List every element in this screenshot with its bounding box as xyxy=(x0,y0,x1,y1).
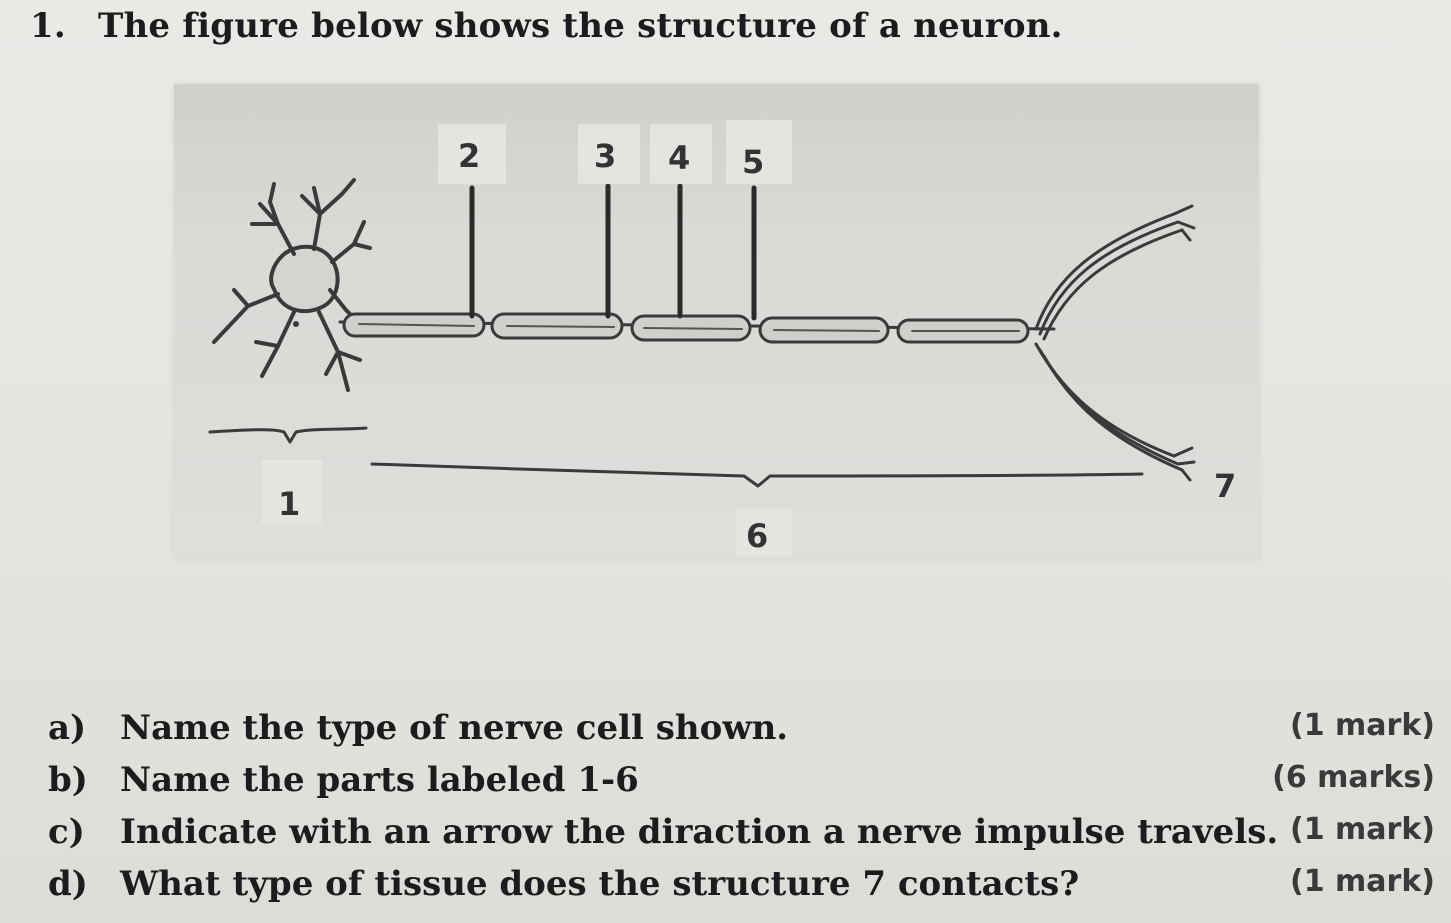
neuron-figure: 2 3 4 5 1 6 7 xyxy=(174,84,1259,559)
neuron-diagram xyxy=(208,178,1196,488)
figure-label-2: 2 xyxy=(458,137,481,175)
sub-question-letter: a) xyxy=(48,708,87,748)
figure-label-5: 5 xyxy=(742,143,765,181)
figure-label-4: 4 xyxy=(668,139,691,177)
sub-question-d: d) What type of tissue does the structur… xyxy=(48,864,1443,916)
marks-allocation: (1 mark) xyxy=(1290,708,1435,743)
label-box-4 xyxy=(650,124,712,184)
cell-body xyxy=(212,178,372,392)
label-pointers xyxy=(469,183,757,321)
sub-question-letter: c) xyxy=(48,812,85,852)
sub-questions: a) Name the type of nerve cell shown. (1… xyxy=(48,708,1443,916)
sub-question-letter: b) xyxy=(48,760,88,800)
label-box-3 xyxy=(578,124,640,184)
sub-question-a: a) Name the type of nerve cell shown. (1… xyxy=(48,708,1443,760)
sub-question-text: What type of tissue does the structure 7… xyxy=(120,864,1080,904)
axon-terminals xyxy=(1034,204,1196,482)
question-heading: 1. The figure below shows the structure o… xyxy=(30,6,1063,46)
label-box-6 xyxy=(736,508,792,556)
marks-allocation: (1 mark) xyxy=(1290,864,1435,899)
label-box-2 xyxy=(438,124,506,184)
label-box-5 xyxy=(726,120,792,184)
figure-label-7: 7 xyxy=(1214,467,1237,505)
myelin-sheath xyxy=(342,312,1030,344)
sub-question-c: c) Indicate with an arrow the diraction … xyxy=(48,812,1443,864)
figure-label-1: 1 xyxy=(278,485,301,523)
sub-question-text: Name the type of nerve cell shown. xyxy=(120,708,789,748)
sub-question-text: Name the parts labeled 1-6 xyxy=(120,760,639,800)
question-number: 1. xyxy=(30,6,66,46)
brace-6 xyxy=(370,462,1144,488)
brace-1 xyxy=(208,426,368,444)
label-box-1 xyxy=(262,460,322,524)
marks-allocation: (1 mark) xyxy=(1290,812,1435,847)
sub-question-letter: d) xyxy=(48,864,88,904)
sub-question-text: Indicate with an arrow the diraction a n… xyxy=(120,812,1279,852)
sub-question-b: b) Name the parts labeled 1-6 (6 marks) xyxy=(48,760,1443,812)
marks-allocation: (6 marks) xyxy=(1272,760,1435,795)
question-prompt: The figure below shows the structure of … xyxy=(98,6,1063,46)
figure-label-6: 6 xyxy=(746,517,769,555)
figure-label-3: 3 xyxy=(594,137,617,175)
